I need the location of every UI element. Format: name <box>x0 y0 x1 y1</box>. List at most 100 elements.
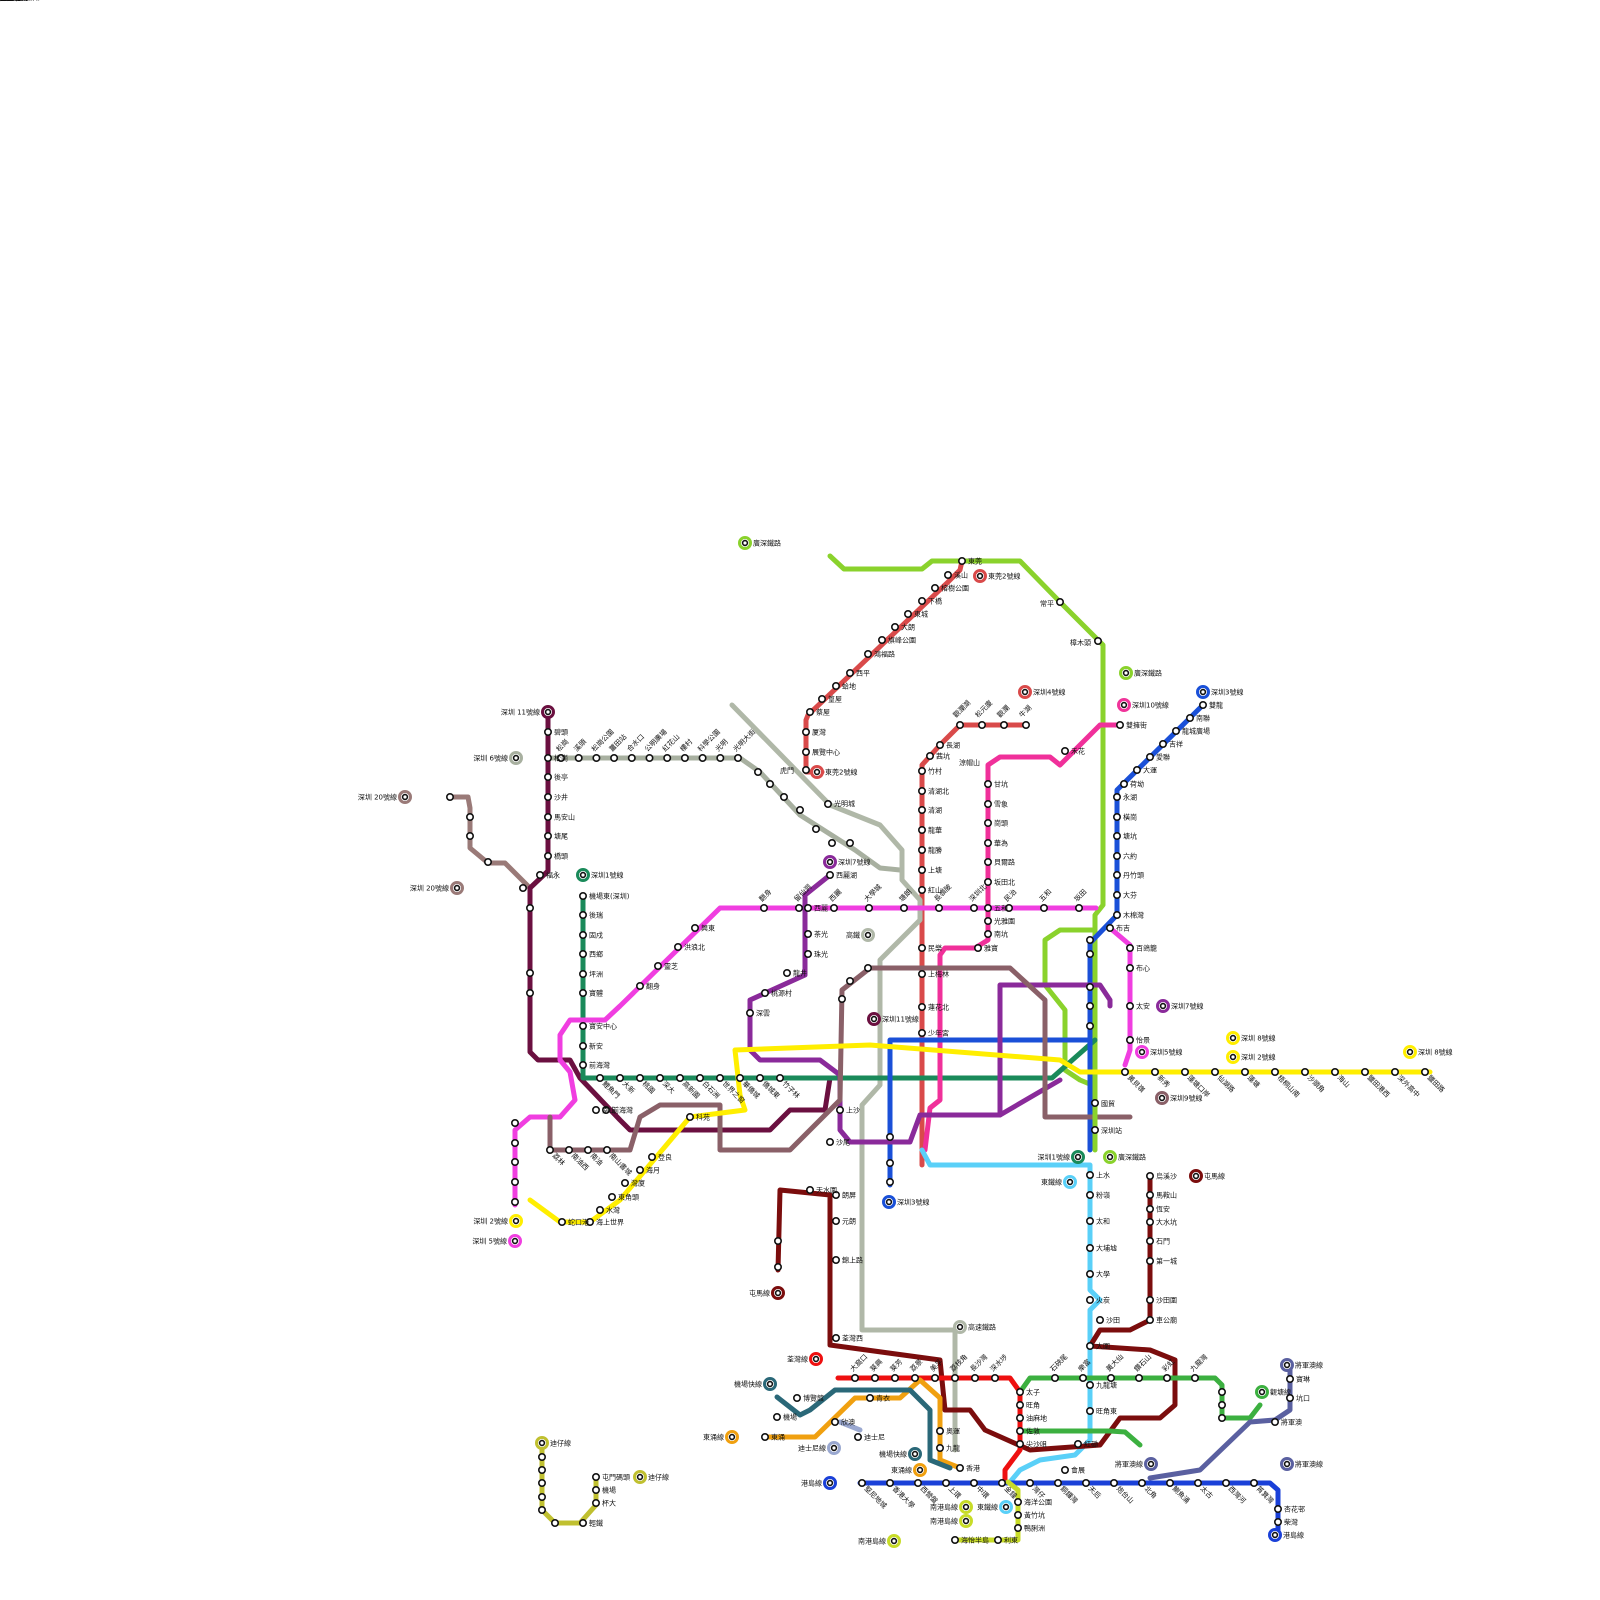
station[interactable] <box>919 867 925 873</box>
station[interactable] <box>655 963 661 969</box>
station[interactable] <box>1147 1192 1153 1198</box>
station[interactable] <box>580 951 586 957</box>
station[interactable] <box>919 827 925 833</box>
station[interactable] <box>580 990 586 996</box>
station[interactable] <box>485 859 491 865</box>
station[interactable] <box>580 971 586 977</box>
station[interactable] <box>545 774 551 780</box>
station[interactable] <box>1147 1297 1153 1303</box>
station[interactable] <box>637 1167 643 1173</box>
station[interactable] <box>1147 1238 1153 1244</box>
station[interactable] <box>1083 1480 1089 1486</box>
station[interactable] <box>866 905 872 911</box>
station[interactable] <box>762 990 768 996</box>
station[interactable] <box>762 1434 768 1440</box>
station[interactable] <box>829 840 835 846</box>
station[interactable] <box>887 1480 893 1486</box>
station[interactable] <box>775 1238 781 1244</box>
station[interactable] <box>657 1075 663 1081</box>
station[interactable] <box>1076 905 1082 911</box>
station[interactable] <box>985 931 991 937</box>
station[interactable] <box>985 918 991 924</box>
station[interactable] <box>1114 853 1120 859</box>
station[interactable] <box>1147 1206 1153 1212</box>
station[interactable] <box>833 1335 839 1341</box>
station[interactable] <box>796 905 802 911</box>
station[interactable] <box>919 1004 925 1010</box>
station[interactable] <box>539 1467 545 1473</box>
station[interactable] <box>1275 1519 1281 1525</box>
station[interactable] <box>1027 1480 1033 1486</box>
station[interactable] <box>972 1375 978 1381</box>
station[interactable] <box>1075 1441 1081 1447</box>
station[interactable] <box>879 637 885 643</box>
station[interactable] <box>512 1120 518 1126</box>
station[interactable] <box>971 905 977 911</box>
station[interactable] <box>1080 1375 1086 1381</box>
station[interactable] <box>847 840 853 846</box>
station[interactable] <box>777 1075 783 1081</box>
station[interactable] <box>919 807 925 813</box>
station[interactable] <box>1062 748 1068 754</box>
station[interactable] <box>833 1218 839 1224</box>
station[interactable] <box>447 794 453 800</box>
station[interactable] <box>649 1154 655 1160</box>
station[interactable] <box>775 1264 781 1270</box>
station[interactable] <box>952 1375 958 1381</box>
station[interactable] <box>919 971 925 977</box>
station[interactable] <box>1187 715 1193 721</box>
station[interactable] <box>1087 951 1093 957</box>
station[interactable] <box>943 1480 949 1486</box>
station[interactable] <box>837 1107 843 1113</box>
station[interactable] <box>832 1419 838 1425</box>
station[interactable] <box>1015 1525 1021 1531</box>
station[interactable] <box>1087 1297 1093 1303</box>
station[interactable] <box>797 807 803 813</box>
station[interactable] <box>847 978 853 984</box>
station[interactable] <box>609 1194 615 1200</box>
station[interactable] <box>1017 1402 1023 1408</box>
station[interactable] <box>1087 1408 1093 1414</box>
station[interactable] <box>919 1030 925 1036</box>
station[interactable] <box>1117 722 1123 728</box>
station[interactable] <box>887 1134 893 1140</box>
station[interactable] <box>566 1147 572 1153</box>
station[interactable] <box>559 1219 565 1225</box>
station[interactable] <box>1023 722 1029 728</box>
station[interactable] <box>932 585 938 591</box>
station[interactable] <box>539 1507 545 1513</box>
station[interactable] <box>819 696 825 702</box>
station[interactable] <box>937 1428 943 1434</box>
station[interactable] <box>1057 599 1063 605</box>
station[interactable] <box>1147 754 1153 760</box>
station[interactable] <box>992 1375 998 1381</box>
station[interactable] <box>803 729 809 735</box>
station[interactable] <box>1134 767 1140 773</box>
station[interactable] <box>512 1140 518 1146</box>
station[interactable] <box>646 755 652 761</box>
station[interactable] <box>936 905 942 911</box>
station[interactable] <box>831 905 837 911</box>
station[interactable] <box>1114 794 1120 800</box>
station[interactable] <box>859 1480 865 1486</box>
station[interactable] <box>937 1445 943 1451</box>
station[interactable] <box>999 1480 1005 1486</box>
station[interactable] <box>512 1159 518 1165</box>
station[interactable] <box>1160 741 1166 747</box>
station[interactable] <box>813 826 819 832</box>
station[interactable] <box>512 1199 518 1205</box>
station[interactable] <box>664 755 670 761</box>
station[interactable] <box>467 833 473 839</box>
station[interactable] <box>576 755 582 761</box>
station[interactable] <box>803 767 809 773</box>
station[interactable] <box>717 755 723 761</box>
station[interactable] <box>784 970 790 976</box>
station[interactable] <box>1087 1003 1093 1009</box>
station[interactable] <box>865 651 871 657</box>
station[interactable] <box>1362 1069 1368 1075</box>
station[interactable] <box>1392 1069 1398 1075</box>
station[interactable] <box>597 1075 603 1081</box>
station[interactable] <box>825 801 831 807</box>
station[interactable] <box>675 944 681 950</box>
station[interactable] <box>735 755 741 761</box>
